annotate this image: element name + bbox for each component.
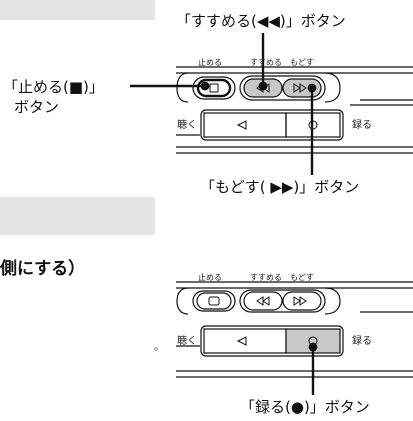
bottom-advance-button <box>243 291 283 311</box>
section-band-middle <box>0 197 155 235</box>
top-label-record: 録る <box>352 120 372 131</box>
bottom-label-advance: すすめる <box>250 273 282 282</box>
bottom-listen-button <box>203 328 287 354</box>
top-callouts <box>130 33 317 175</box>
rewind-arrows-icon <box>293 83 307 93</box>
rewind-arrows-icon <box>293 296 307 306</box>
callout-stop-button-line1: 「止める(■)」 <box>3 78 104 96</box>
bottom-label-stop: 止める <box>198 273 222 282</box>
bottom-callouts <box>308 342 318 395</box>
top-stop-button <box>192 76 236 100</box>
bottom-icons <box>208 296 318 346</box>
top-label-rewind: もどす <box>290 58 314 67</box>
play-triangle-icon <box>236 120 247 130</box>
top-panel <box>176 66 413 154</box>
bottom-label-rewind: もどす <box>290 273 314 282</box>
bottom-rewind-button <box>282 291 322 311</box>
section-band-top <box>0 0 155 20</box>
callout-stop-button-line2: ボタン <box>14 98 60 116</box>
callout-rewind-button: 「もどす( ▶▶)」ボタン <box>200 178 360 196</box>
text-period: 。 <box>154 342 164 353</box>
bottom-label-record: 録る <box>352 336 372 347</box>
bottom-stop-button <box>192 290 236 312</box>
advance-arrows-icon <box>256 296 270 306</box>
stop-square-icon <box>209 83 219 93</box>
section-heading-fragment: 側にする） <box>0 259 86 279</box>
top-label-stop: 止める <box>198 58 222 67</box>
play-triangle-icon <box>236 336 247 346</box>
top-label-advance: すすめる <box>250 58 282 67</box>
callout-advance-button: 「すすめる(◀◀)」ボタン <box>176 12 346 30</box>
top-listen-button <box>203 112 287 138</box>
callout-record-button: 「録る(●)」ボタン <box>240 398 370 416</box>
stop-square-icon <box>208 296 220 306</box>
bottom-panel <box>176 281 413 378</box>
bottom-label-listen: 聴く <box>177 336 197 347</box>
top-label-listen: 聴く <box>177 120 197 131</box>
